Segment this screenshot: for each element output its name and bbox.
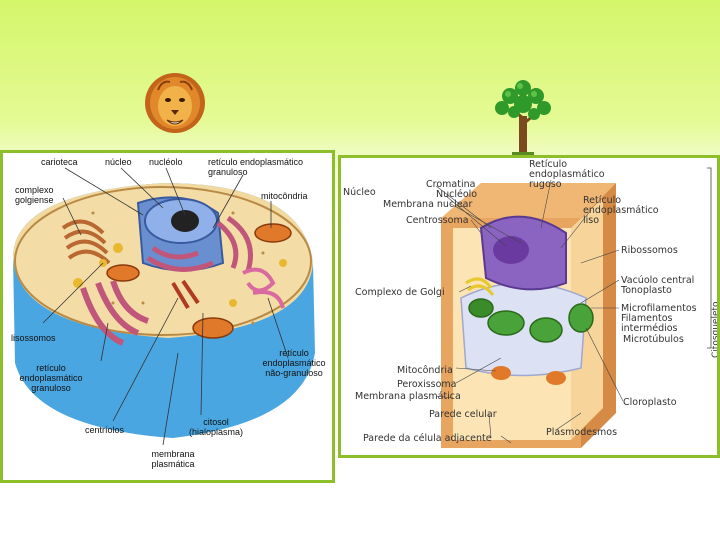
label-nucleolo: nucléolo xyxy=(149,157,183,167)
label-parede-celular: Parede celular xyxy=(429,409,497,420)
label-reticulo-granuloso-bottom: retículo endoplasmático granuloso xyxy=(19,363,83,393)
label-parede-adjacente: Parede da célula adjacente xyxy=(363,433,492,444)
label-vacuolo: Vacúolo central xyxy=(621,275,695,286)
label-membrana-plasmatica: Membrana plasmática xyxy=(355,391,461,402)
label-mitocondria: mitocôndria xyxy=(261,191,308,201)
label-filamentos: Filamentos intermédios xyxy=(621,313,678,334)
label-centriolos: centríolos xyxy=(85,425,125,435)
label-nucleo: núcleo xyxy=(105,157,132,167)
label-tonoplasto: Tonoplasto xyxy=(621,285,672,296)
label-microtubulos: Microtúbulos xyxy=(623,334,684,345)
label-membrana: membrana plasmática xyxy=(151,449,195,469)
label-reticulo-rugoso: Retículo endoplasmático rugoso xyxy=(529,159,605,190)
label-mitocondria: Mitocôndria xyxy=(397,365,453,376)
label-citosqueleto: Citosqueleto xyxy=(711,301,720,358)
label-complexo-golgiense: complexo golgiense xyxy=(15,185,54,205)
label-plasmodesmos: Plasmodesmos xyxy=(546,427,618,438)
label-reticulo-granuloso-top: retículo endoplasmático granuloso xyxy=(208,157,304,177)
label-nucleolo: Nucléolo xyxy=(436,189,478,200)
label-cloroplasto: Cloroplasto xyxy=(623,397,677,408)
label-reticulo-nao-granuloso: retículo endoplasmático não-granuloso xyxy=(262,348,326,378)
label-ribossomos: Ribossomos xyxy=(621,245,678,256)
label-golgi: Complexo de Golgi xyxy=(355,287,445,298)
label-carioteca: carioteca xyxy=(41,157,78,167)
label-citosol: citosol (hialoplasma) xyxy=(188,417,244,437)
label-membrana-nuclear: Membrana nuclear xyxy=(383,199,473,210)
label-microfilamentos: Microfilamentos xyxy=(621,303,697,314)
label-reticulo-liso: Retículo endoplasmático liso xyxy=(583,195,659,226)
label-lisossomos: lisossomos xyxy=(11,333,56,343)
label-centrossoma: Centrossoma xyxy=(406,215,469,226)
plant-cell-panel: Retículo endoplasmático rugoso Núcleo Cr… xyxy=(338,155,720,458)
lion-icon xyxy=(140,70,210,140)
label-peroxissoma: Peroxissoma xyxy=(397,379,457,390)
animal-cell-panel: carioteca núcleo nucléolo retículo endop… xyxy=(0,150,335,483)
label-nucleo: Núcleo xyxy=(343,187,376,198)
label-cromatina: Cromatina xyxy=(426,179,476,190)
plant-cell-illustration xyxy=(435,167,712,448)
tree-icon xyxy=(488,78,558,158)
animal-cell-illustration xyxy=(13,167,315,446)
